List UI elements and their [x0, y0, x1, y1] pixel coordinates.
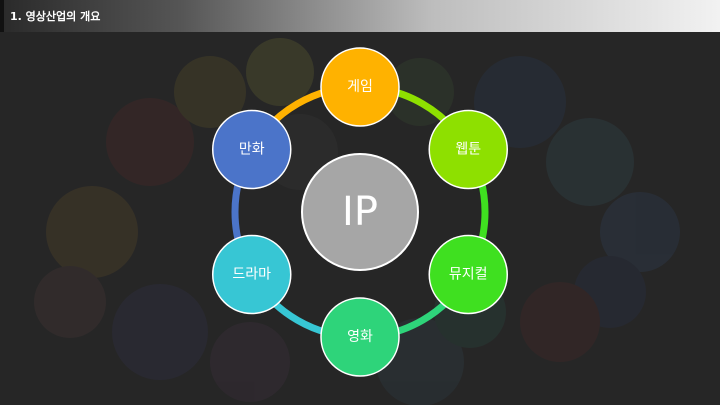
cycle-node-circle: [211, 109, 292, 190]
header-bar: 1. 영상산업의 개요: [0, 0, 720, 32]
cycle-node-circle: [320, 47, 400, 127]
center-label: IP: [342, 189, 378, 235]
cycle-node-label: 웹툰: [455, 142, 481, 158]
cycle-node-label: 게임: [347, 79, 373, 95]
cycle-node-label: 만화: [239, 142, 265, 158]
cycle-node-label: 뮤지컬: [449, 267, 488, 283]
header-accent: [0, 0, 4, 32]
cycle-node-5: 만화: [211, 109, 292, 190]
center-node: IP: [301, 153, 419, 271]
cycle-node-4: 드라마: [211, 234, 292, 315]
cycle-node-3: 영화: [320, 297, 400, 377]
cycle-node-circle: [428, 109, 509, 190]
cycle-node-label: 영화: [347, 329, 373, 345]
cycle-node-0: 게임: [320, 47, 400, 127]
cycle-node-circle: [211, 234, 292, 315]
cycle-node-1: 웹툰: [428, 109, 509, 190]
center-circle: [301, 153, 419, 271]
cycle-node-label: 드라마: [232, 267, 271, 283]
header-title: 1. 영상산업의 개요: [10, 10, 101, 23]
cycle-node-circle: [428, 234, 509, 315]
cycle-node-circle: [320, 297, 400, 377]
cycle-node-2: 뮤지컬: [428, 234, 509, 315]
